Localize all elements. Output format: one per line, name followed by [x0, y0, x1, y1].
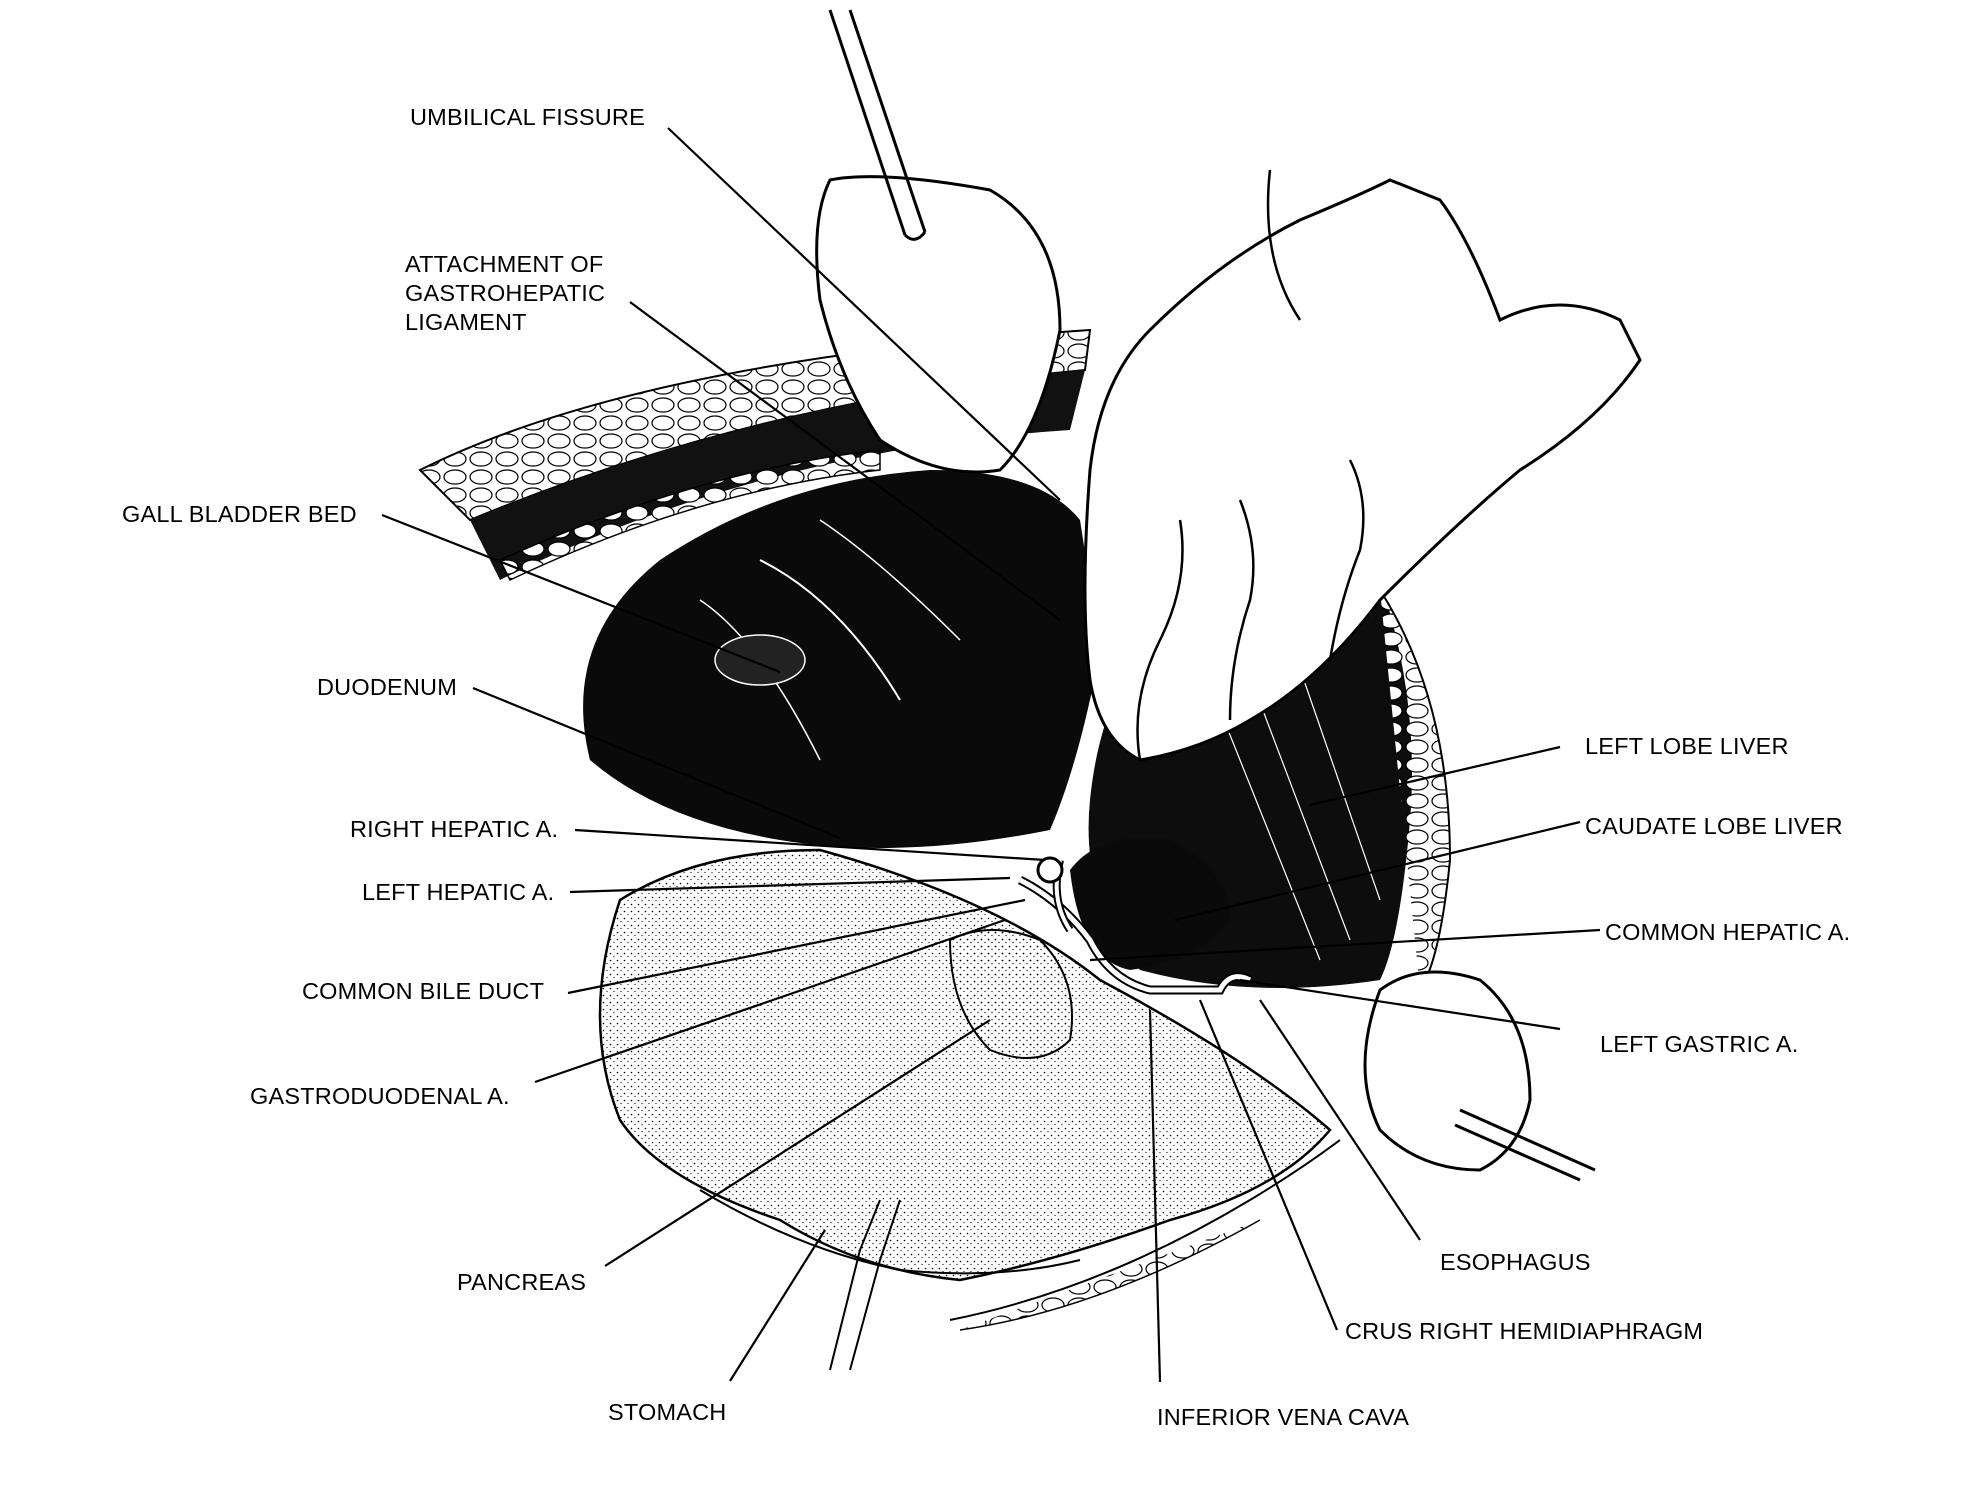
label-common-hepatic-a: COMMON HEPATIC A.	[1605, 919, 1851, 945]
leader-lines	[381, 127, 1601, 1383]
label-attachment-line3: LIGAMENT	[405, 309, 527, 335]
label-attachment-line1: ATTACHMENT OF	[405, 251, 604, 277]
upper-retractor	[815, 9, 1062, 474]
surgeon-hand	[1083, 169, 1642, 762]
label-pancreas: PANCREAS	[457, 1269, 587, 1295]
caudate-lobe-and-vessels	[1017, 838, 1253, 995]
label-left-gastric-a: LEFT GASTRIC A.	[1600, 1031, 1799, 1057]
stomach-region	[598, 848, 1341, 1371]
label-esophagus: ESOPHAGUS	[1440, 1249, 1591, 1275]
label-umbilical-fissure: UMBILICAL FISSURE	[410, 104, 645, 130]
label-duodenum: DUODENUM	[317, 674, 457, 700]
label-attachment-gastrohepatic-ligament: ATTACHMENT OF GASTROHEPATIC LIGAMENT	[405, 250, 605, 337]
label-gastroduodenal-a: GASTRODUODENAL A.	[250, 1083, 510, 1109]
label-attachment-line2: GASTROHEPATIC	[405, 280, 606, 306]
liver-dark-mass	[583, 470, 1100, 848]
label-left-hepatic-a: LEFT HEPATIC A.	[362, 879, 555, 905]
label-left-lobe-liver: LEFT LOBE LIVER	[1585, 733, 1789, 759]
label-inferior-vena-cava: INFERIOR VENA CAVA	[1157, 1404, 1410, 1430]
label-stomach: STOMACH	[608, 1399, 727, 1425]
lower-retractor	[1363, 970, 1596, 1182]
label-caudate-lobe-liver: CAUDATE LOBE LIVER	[1585, 813, 1843, 839]
label-gall-bladder-bed: GALL BLADDER BED	[122, 501, 357, 527]
label-common-bile-duct: COMMON BILE DUCT	[302, 978, 545, 1004]
label-right-hepatic-a: RIGHT HEPATIC A.	[350, 816, 559, 842]
label-crus-right-hemidiaphragm: CRUS RIGHT HEMIDIAPHRAGM	[1345, 1318, 1704, 1344]
